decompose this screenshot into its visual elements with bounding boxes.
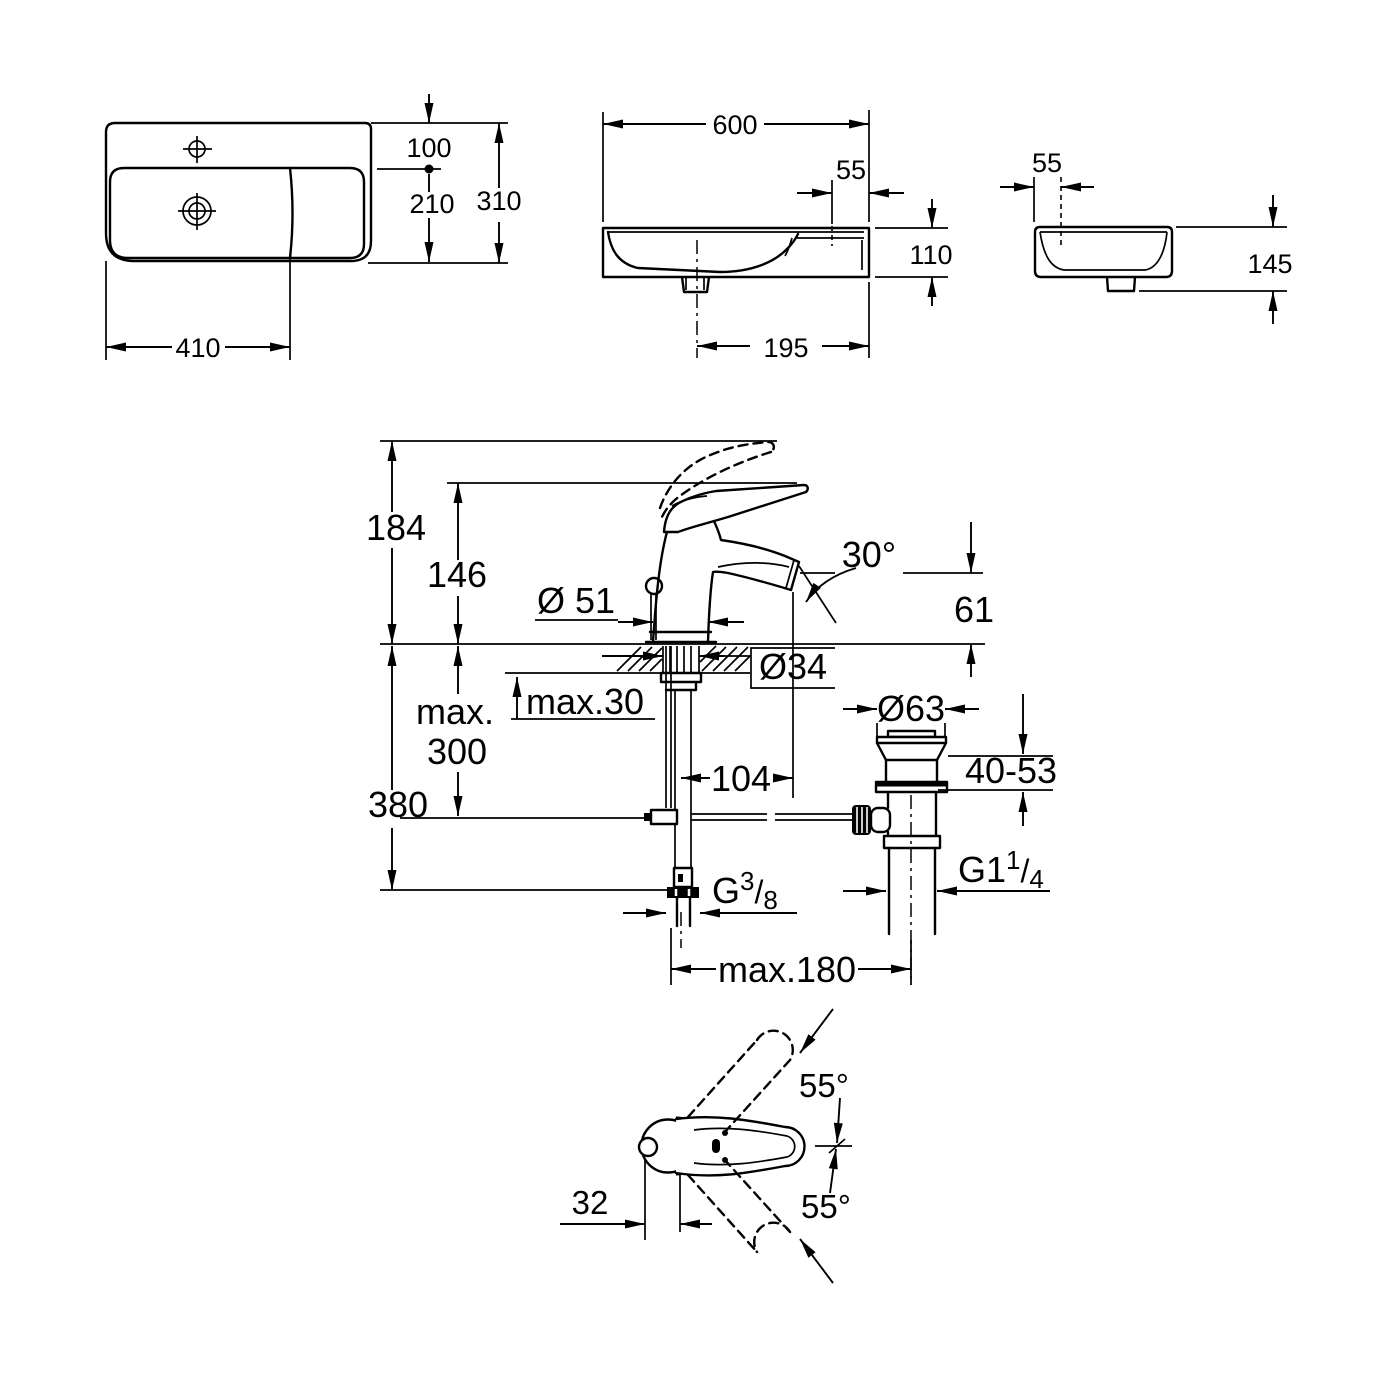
lever-swivel-dashed — [686, 1029, 794, 1254]
extension-lines — [1033, 177, 1287, 292]
horizontal-linkage-rod — [691, 813, 852, 821]
basin-deck-lines — [607, 231, 864, 270]
waste-tailpipe — [887, 846, 937, 936]
dim-600-label: 600 — [712, 110, 757, 140]
lever-slot — [712, 1139, 720, 1153]
lever-boss — [869, 806, 892, 834]
dim-g114-label: G11/4 — [958, 845, 1044, 894]
basin-end-outline — [1033, 225, 1174, 293]
dim-55deg-up-label: 55° — [799, 1067, 849, 1104]
dim-max300-label-1: max. — [416, 691, 494, 732]
tap-hole-marker — [183, 136, 212, 163]
basin-top-view: 100 210 310 410 — [104, 94, 522, 363]
dim-55-label: 55 — [1032, 148, 1062, 178]
dim-210-label: 210 — [409, 189, 454, 219]
dim-104-label: 104 — [711, 758, 771, 799]
dim-max30-label: max.30 — [526, 681, 644, 722]
dim-61-label: 61 — [954, 589, 994, 630]
basin-end-interior — [1039, 231, 1168, 271]
waste-flange — [875, 735, 948, 745]
basin-inner-outline — [108, 166, 366, 260]
dim-55-label: 55 — [836, 155, 866, 185]
dim-dia51-label: Ø 51 — [537, 580, 615, 621]
tailpipe-nut — [882, 834, 942, 850]
dim-32-label: 32 — [572, 1184, 609, 1221]
popup-waste-assembly — [852, 729, 949, 985]
dim-380-label: 380 — [368, 784, 428, 825]
popup-rod-knob — [644, 576, 664, 596]
dim-195-label: 195 — [763, 333, 808, 363]
lever-inner-line — [693, 1127, 796, 1166]
dim-184-label: 184 — [366, 507, 426, 548]
dim-4053-label: 40-53 — [965, 750, 1057, 791]
flexible-hose — [674, 689, 692, 869]
dim-g38-label: G3/8 — [712, 866, 778, 915]
dim-110-label: 110 — [909, 240, 952, 270]
below-deck-assembly — [644, 646, 852, 948]
dim-30deg-label: 30° — [842, 534, 896, 575]
rod-coupling — [649, 808, 679, 826]
basin-end-view: 55 145 — [1000, 148, 1293, 324]
dim-410-label: 410 — [175, 333, 220, 363]
handle-centerline — [815, 1138, 852, 1154]
dim-max300-label-2: 300 — [427, 731, 487, 772]
dim-55deg-down-label: 55° — [801, 1188, 851, 1225]
basin-profile-outline — [601, 226, 871, 294]
reference-dot — [424, 164, 434, 174]
dim-145-label: 145 — [1247, 249, 1292, 279]
spout-inner-line — [717, 562, 790, 568]
basin-outer-outline — [104, 121, 373, 263]
supply-connector-nut — [667, 887, 699, 898]
angle-arc-arrow — [805, 567, 857, 603]
dim-dia63-label: Ø63 — [877, 688, 945, 729]
drain-hole-marker — [178, 193, 216, 230]
faucet-body — [644, 440, 809, 644]
base-lines — [644, 630, 718, 644]
extension-lines — [105, 122, 508, 360]
dim-100-label: 100 — [406, 133, 451, 163]
lever-top-outline — [674, 1115, 806, 1177]
aerator-lines — [785, 559, 795, 589]
basin-bowl-profile — [606, 230, 800, 274]
handle-top-view: 55° 55° 32 — [560, 1008, 852, 1284]
extension-lines — [602, 110, 948, 358]
rod-knob-top — [637, 1136, 659, 1158]
popup-rod — [665, 646, 672, 808]
faucet-front-view: 184 146 max. 300 380 Ø 51 max.30 Ø34 104… — [366, 440, 1057, 990]
dim-146-label: 146 — [427, 554, 487, 595]
supply-tail — [675, 896, 692, 928]
lever-raised-dashed — [658, 440, 776, 521]
dim-310-label: 310 — [476, 186, 521, 216]
basin-side-view: 600 55 110 195 — [601, 110, 953, 363]
bowl-divider — [288, 166, 294, 260]
body-spout — [706, 515, 801, 644]
dim-max180-label: max.180 — [718, 949, 856, 990]
